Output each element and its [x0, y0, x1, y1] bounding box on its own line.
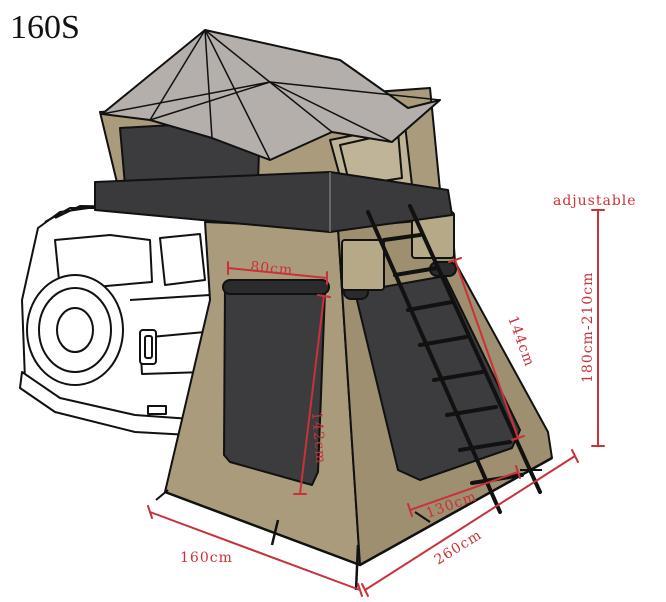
- base-width-label: 160cm: [180, 550, 233, 566]
- dimension-lines: [147, 209, 605, 597]
- base-length-label: 260cm: [432, 527, 485, 569]
- window-width-label: 80cm: [250, 259, 294, 279]
- ladder-icon: [366, 204, 542, 514]
- tent-rainfly: [94, 29, 453, 233]
- storage-pocket: [341, 239, 385, 291]
- left-window: [223, 284, 326, 486]
- model-title: 160S: [10, 9, 80, 46]
- adjustable-label: adjustable: [553, 193, 637, 209]
- window-height-label: 142cm: [308, 411, 329, 465]
- suv-rear-icon: [19, 204, 223, 437]
- rooftop-tent-icon: [155, 211, 553, 591]
- height-range-label: 180cm-210cm: [580, 272, 596, 383]
